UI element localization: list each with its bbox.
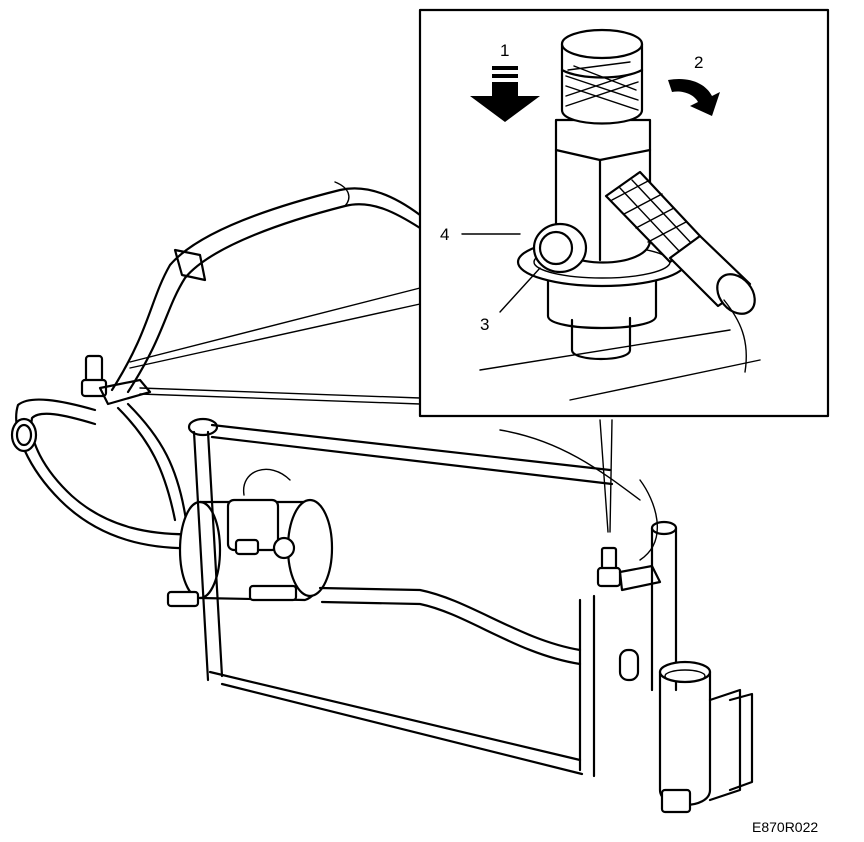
leader-line-right [599, 419, 609, 533]
callout-3: 3 [480, 315, 489, 334]
callout-3-leader [499, 267, 541, 313]
service-valve-detail [479, 28, 761, 401]
receiver-drier [596, 479, 754, 814]
compressor [166, 468, 582, 666]
rotate-arrow-icon [668, 78, 720, 116]
arrow-down-icon [470, 66, 540, 122]
ac-hose-assembly [10, 181, 422, 550]
callout-4: 4 [440, 225, 449, 244]
condenser [187, 417, 641, 778]
callout-1: 1 [500, 41, 509, 60]
leader-line-left [129, 287, 421, 363]
callout-2: 2 [694, 53, 703, 72]
detail-inset: 1 2 3 4 [418, 8, 830, 418]
figure-reference-code: E870R022 [752, 819, 818, 835]
